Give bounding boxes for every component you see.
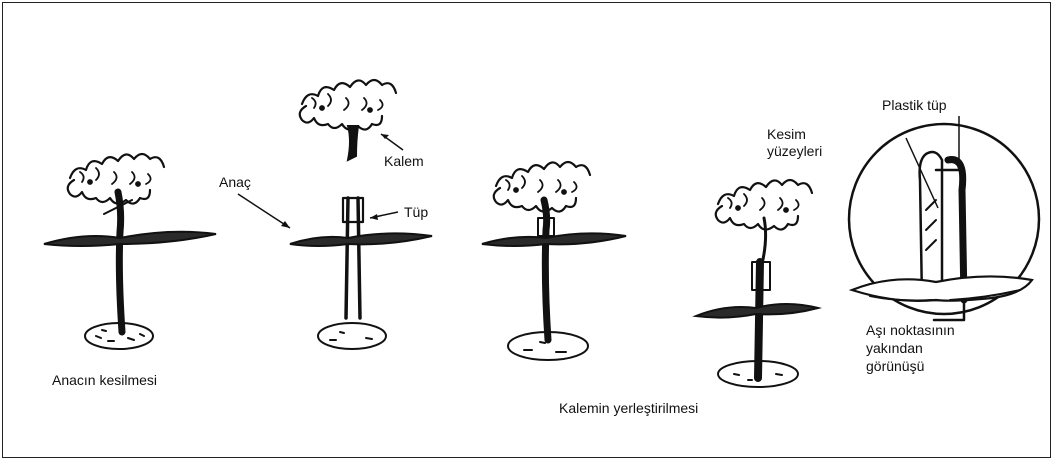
label-kesim-2: yüzeyleri: [767, 143, 822, 160]
plant2-leaves: [290, 233, 432, 246]
label-closeup-2: yakından: [866, 340, 923, 357]
plant3-soil-texture: [524, 342, 566, 352]
plant4-upper-stem: [762, 218, 766, 264]
label-step1: Anacın kesilmesi: [52, 372, 157, 389]
plant2-soil-texture: [330, 332, 372, 340]
plant-graft-grown: [696, 180, 818, 387]
label-kalem: Kalem: [384, 153, 424, 170]
label-closeup-3: görünüşü: [866, 358, 924, 375]
closeup-cut-marks: [926, 200, 936, 250]
plant3-stem: [544, 200, 548, 340]
plant-rootstock-cut: [44, 154, 216, 349]
scion-stem: [348, 126, 358, 160]
label-tup: Tüp: [404, 204, 428, 221]
closeup-circle: [849, 124, 1039, 320]
plant2-soil: [318, 323, 386, 349]
label-kesim-1: Kesim: [767, 126, 806, 143]
scion: [300, 80, 396, 160]
anac-pointer-line: [238, 194, 290, 228]
label-closeup-1: Aşı noktasının: [866, 322, 955, 339]
scion-foliage: [300, 80, 396, 130]
label-step2: Kalemin yerleştirilmesi: [559, 400, 698, 417]
label-anac: Anaç: [219, 174, 251, 191]
plant1-leaves: [44, 232, 216, 246]
plant2-stem: [346, 198, 360, 318]
plant-scion-inserted: [482, 162, 626, 360]
label-plastik: Plastik tüp: [882, 97, 947, 114]
plant1-stem: [118, 192, 122, 332]
kesim-pointer-line: [906, 138, 938, 208]
anac-arrowhead: [281, 221, 290, 228]
